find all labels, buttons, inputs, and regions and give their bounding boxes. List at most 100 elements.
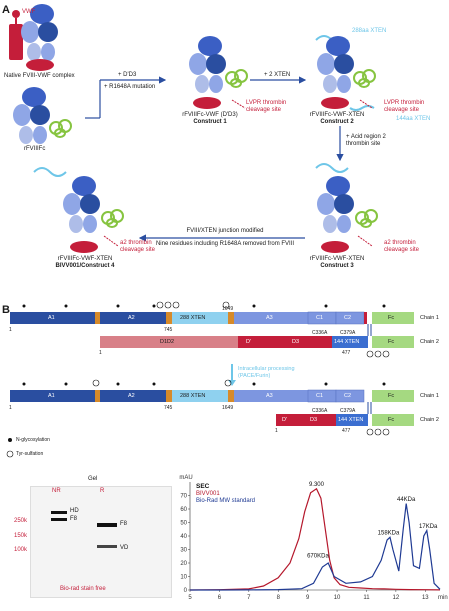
annotation-0: 9.300	[309, 482, 325, 488]
arrow4-bottom: Nine residues including R1648A removed f…	[155, 241, 295, 247]
arrow3-label: + Acid region 2 thrombin site	[346, 134, 386, 147]
construct4-bold: BIVV001/Construct 4	[55, 263, 115, 269]
arrow1-bottom: + R1648A mutation	[104, 84, 156, 90]
x-tick-label: 12	[393, 595, 400, 601]
series-line-1	[190, 503, 441, 591]
arrow4-top: FVIII/XTEN junction modified	[186, 228, 264, 234]
pos-1-chain2: 1	[99, 350, 102, 356]
y-tick-label: 70	[180, 494, 187, 500]
chain2-bottom-label: Chain 2	[420, 417, 439, 423]
construct2-name: rFVIIIFc-VWF-XTEN	[309, 112, 365, 118]
x-tick-label: 5	[188, 595, 192, 601]
construct1-name: rFVIIIFc-VWF (D'D3)	[182, 112, 238, 118]
mut-1-post: C336A	[312, 408, 328, 414]
pos-1649: 1649	[222, 306, 234, 312]
domain-fc-post: Fc	[388, 393, 395, 399]
vwf-label: VWF	[22, 9, 36, 15]
y-axis-label: mAU	[179, 475, 192, 481]
processing-label: Intracellular processing (PACE/Furin)	[238, 366, 295, 379]
domain-144xten: 144 XTEN	[334, 339, 360, 345]
legend-entry-0: BIVV001	[196, 491, 220, 497]
domain-a2: A2	[128, 315, 135, 321]
construct2-bold: Construct 2	[320, 119, 354, 125]
pos-1-post: 1	[9, 405, 12, 411]
chain1-bottom-label: Chain 1	[420, 393, 439, 399]
label-f8-r: F8	[120, 521, 128, 527]
rfviiifc-graphic	[13, 87, 72, 144]
construct3-graphic	[315, 163, 378, 253]
arrow2-top: + 2 XTEN	[264, 72, 291, 78]
x-tick-label: 11	[363, 595, 370, 601]
chain1-top-label: Chain 1	[420, 315, 439, 321]
x-tick-label: 7	[247, 595, 251, 601]
annotation-4: 17KDa	[419, 524, 438, 530]
band-f8-nr	[51, 518, 67, 521]
mut-2: C379A	[340, 330, 356, 336]
y-tick-label: 20	[180, 561, 187, 567]
rfviiifc-label: rFVIIIFc	[24, 146, 46, 152]
mut-2-post: C379A	[340, 408, 356, 414]
domain-c1-post: C1	[316, 393, 324, 399]
y-tick-label: 60	[180, 507, 187, 513]
panel-a-diagram	[9, 4, 378, 253]
gel-image	[30, 486, 172, 598]
annotation-1: 670KDa	[307, 554, 329, 560]
pos-1649-post: 1649	[222, 405, 234, 411]
pos-477: 477	[342, 350, 351, 356]
x-axis-label: min	[438, 595, 448, 601]
domain-a1: A1	[48, 315, 55, 321]
xten-144-label: 144aa XTEN	[396, 116, 431, 122]
y-tick-label: 30	[180, 548, 187, 554]
series-line-0	[189, 487, 441, 591]
construct1-graphic	[189, 36, 248, 109]
pos-1-chain2-post: 1	[275, 428, 278, 434]
chart-title: SEC	[196, 483, 210, 490]
mw-250: 250k	[14, 518, 28, 524]
band-hd	[51, 511, 67, 514]
a2-site-4: a2 thrombin cleavage site	[120, 240, 156, 253]
legend-sulf: Tyr-sulfation	[16, 451, 44, 457]
x-tick-label: 13	[422, 595, 429, 601]
xten-288-label: 288aa XTEN	[352, 28, 387, 34]
construct4-graphic	[33, 167, 124, 253]
construct2-graphic	[315, 35, 376, 111]
domain-dprime-post: D'	[282, 417, 288, 423]
domain-d1d2: D1D2	[160, 339, 175, 345]
annotation-2: 158KDa	[378, 531, 400, 537]
construct4-name: rFVIIIFc-VWF-XTEN	[57, 256, 113, 262]
y-tick-label: 50	[180, 521, 187, 527]
mw-100: 100k	[14, 547, 28, 553]
construct3-name: rFVIIIFc-VWF-XTEN	[309, 256, 365, 262]
lvpr-label-2: LVPR thrombin cleavage site	[384, 100, 425, 113]
label-hd: HD	[70, 508, 79, 514]
legend-entry-1: Bio-Rad MW standard	[196, 498, 255, 504]
label-vd: VD	[120, 545, 129, 551]
native-complex-graphic	[9, 4, 58, 71]
y-tick-label: 40	[180, 534, 187, 540]
domain-a3: A3	[266, 315, 273, 321]
a2-site-3: a2 thrombin cleavage site	[384, 240, 420, 253]
domain-fc-2: Fc	[388, 339, 395, 345]
domain-a1-post: A1	[48, 393, 55, 399]
construct1-bold: Construct 1	[193, 119, 227, 125]
domain-288xten-post: 288 XTEN	[180, 393, 206, 399]
x-tick-label: 9	[306, 595, 310, 601]
y-tick-label: 10	[180, 575, 187, 581]
domain-288xten: 288 XTEN	[180, 315, 206, 321]
x-tick-label: 6	[218, 595, 222, 601]
lane-r: R	[100, 488, 105, 494]
legend-glyc: N-glycosylation	[16, 437, 50, 443]
domain-c2: C2	[344, 315, 352, 321]
band-vd	[97, 545, 117, 548]
pos-1: 1	[9, 327, 12, 333]
native-complex-label: Native FVIII-VWF complex	[4, 73, 75, 79]
chain2-top-label: Chain 2	[420, 339, 439, 345]
pos-477-post: 477	[342, 428, 351, 434]
arrow1-top: + D'D3	[118, 72, 137, 78]
domain-c2-post: C2	[344, 393, 352, 399]
gel-title: Gel	[88, 476, 98, 482]
lane-nr: NR	[52, 488, 61, 494]
y-tick-label: 0	[184, 588, 188, 594]
domain-c1: C1	[316, 315, 324, 321]
